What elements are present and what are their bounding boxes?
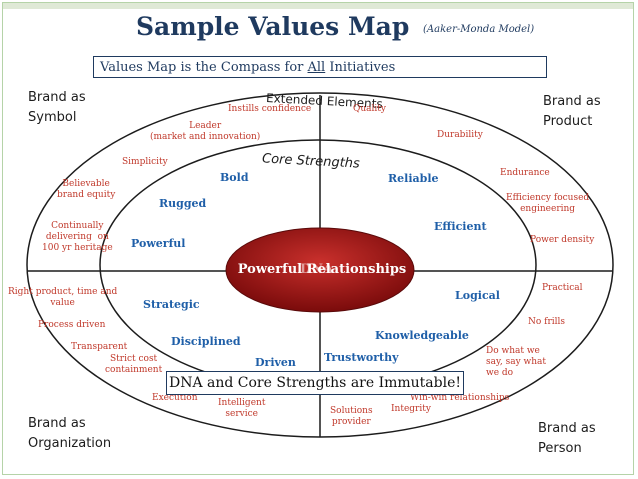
ext-believable: Believable brand equity — [57, 179, 116, 200]
dna-label: DNA — [300, 262, 334, 277]
model-subtitle: (Aaker-Monda Model) — [423, 24, 535, 35]
compass-text-post: Initiatives — [325, 60, 396, 75]
ext-process-driven: Process driven — [38, 320, 106, 330]
core-bold: Bold — [220, 171, 249, 184]
core-driven: Driven — [255, 356, 296, 369]
ext-efficiency-focused: Efficiency focused engineering — [506, 193, 590, 214]
ext-power-density: Power density — [530, 235, 595, 245]
core-rugged: Rugged — [159, 197, 207, 210]
corner-brand-person: Brand as Person — [538, 421, 596, 456]
core-trustworthy: Trustworthy — [324, 351, 399, 364]
ext-quality: Quality — [353, 104, 386, 114]
center-label: Powerful Relationships — [237, 262, 407, 277]
ext-do-what-we-say: Do what we say, say what we do — [486, 346, 547, 378]
core-logical: Logical — [455, 289, 500, 302]
slide-frame — [2, 2, 634, 475]
ext-strict-cost: Strict cost containment — [105, 354, 163, 375]
corner-brand-organization: Brand as Organization — [28, 416, 112, 451]
ext-durability: Durability — [437, 130, 483, 140]
core-reliable: Reliable — [388, 172, 439, 185]
core-disciplined: Disciplined — [171, 335, 241, 348]
immutable-box: DNA and Core Strengths are Immutable! — [166, 371, 464, 395]
ext-instills-confidence: Instills confidence — [228, 104, 312, 114]
compass-text-pre: Values Map is the Compass for — [100, 60, 308, 75]
top-accent-bar — [2, 3, 634, 9]
core-strategic: Strategic — [143, 298, 200, 311]
core-powerful: Powerful — [131, 237, 186, 250]
ext-no-frills: No frills — [528, 317, 566, 327]
ext-practical: Practical — [542, 283, 583, 293]
ext-endurance: Endurance — [500, 168, 550, 178]
core-knowledgeable: Knowledgeable — [375, 329, 469, 342]
ext-leader: Leader (market and innovation) — [150, 121, 261, 142]
ext-transparent: Transparent — [71, 342, 128, 352]
ext-simplicity: Simplicity — [122, 157, 168, 167]
ext-integrity: Integrity — [391, 404, 431, 414]
core-efficient: Efficient — [434, 220, 487, 233]
corner-brand-symbol: Brand as Symbol — [28, 90, 86, 125]
ext-solutions-provider: Solutions provider — [330, 406, 373, 427]
center-ellipse — [225, 227, 415, 313]
ext-win-win: Win-win relationships — [410, 393, 510, 403]
corner-brand-product: Brand as Product — [543, 94, 601, 129]
compass-box: Values Map is the Compass for All Initia… — [93, 56, 547, 78]
compass-text-all: All — [307, 60, 326, 75]
page-title: Sample Values Map — [136, 12, 410, 41]
ext-execution: Execution — [152, 393, 198, 403]
ext-right-product: Right product, time and value — [8, 287, 118, 308]
ext-continually: Continually delivering on 100 yr heritag… — [42, 221, 113, 253]
ext-intelligent-service: Intelligent service — [218, 398, 266, 419]
